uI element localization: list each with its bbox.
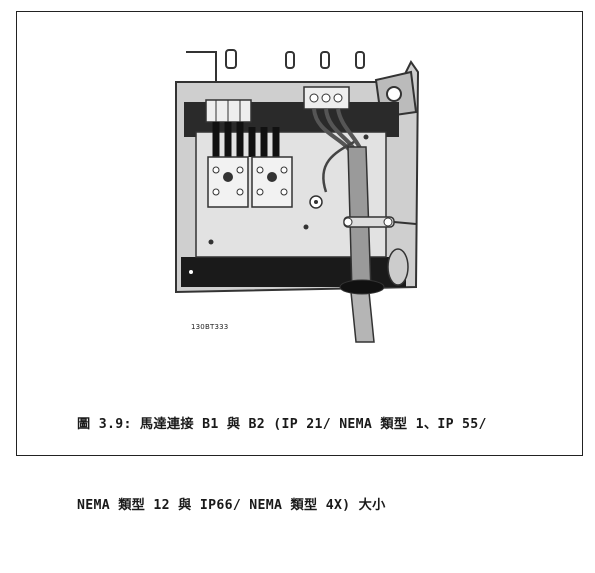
motor-connection-figure — [166, 42, 429, 347]
page-frame: 130BT333 圖 3.9: 馬達連接 B1 與 B2 (IP 21/ NEM… — [16, 11, 583, 513]
motor-connection-illustration-icon — [175, 49, 420, 343]
caption-line-1: 圖 3.9: 馬達連接 B1 與 B2 (IP 21/ NEMA 類型 1、IP… — [77, 417, 487, 432]
figure-caption: 圖 3.9: 馬達連接 B1 與 B2 (IP 21/ NEMA 類型 1、IP… — [77, 357, 577, 573]
caption-line-2: NEMA 類型 12 與 IP66/ NEMA 類型 4X) 大小 — [77, 498, 386, 513]
figure-code: 130BT333 — [191, 323, 229, 331]
